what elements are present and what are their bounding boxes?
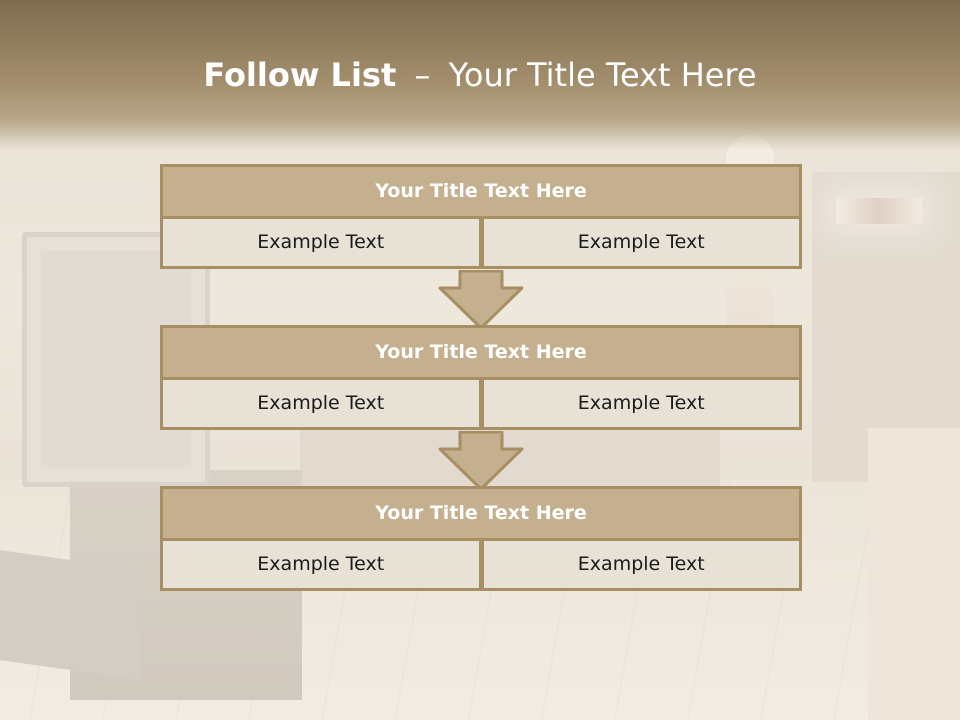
block-cell-left: Example Text: [160, 380, 482, 430]
block-row: Example Text Example Text: [160, 380, 802, 430]
list-block-1: Your Title Text Here Example Text Exampl…: [160, 164, 802, 269]
block-cell-left: Example Text: [160, 219, 482, 269]
block-title: Your Title Text Here: [160, 325, 802, 380]
block-cell-right: Example Text: [481, 219, 802, 269]
block-cell-right: Example Text: [481, 541, 802, 591]
list-block-2: Your Title Text Here Example Text Exampl…: [160, 325, 802, 430]
block-row: Example Text Example Text: [160, 219, 802, 269]
slide-title: Follow List – Your Title Text Here: [0, 52, 960, 98]
header-band: Follow List – Your Title Text Here: [0, 0, 960, 150]
block-title: Your Title Text Here: [160, 164, 802, 219]
slide-title-separator: –: [414, 56, 431, 94]
down-arrow-icon: [438, 270, 524, 330]
list-block-3: Your Title Text Here Example Text Exampl…: [160, 486, 802, 591]
block-title: Your Title Text Here: [160, 486, 802, 541]
block-cell-right: Example Text: [481, 380, 802, 430]
block-row: Example Text Example Text: [160, 541, 802, 591]
slide-title-rest: Your Title Text Here: [448, 56, 757, 94]
down-arrow-icon: [438, 431, 524, 491]
block-cell-left: Example Text: [160, 541, 482, 591]
slide-title-strong: Follow List: [203, 56, 397, 94]
